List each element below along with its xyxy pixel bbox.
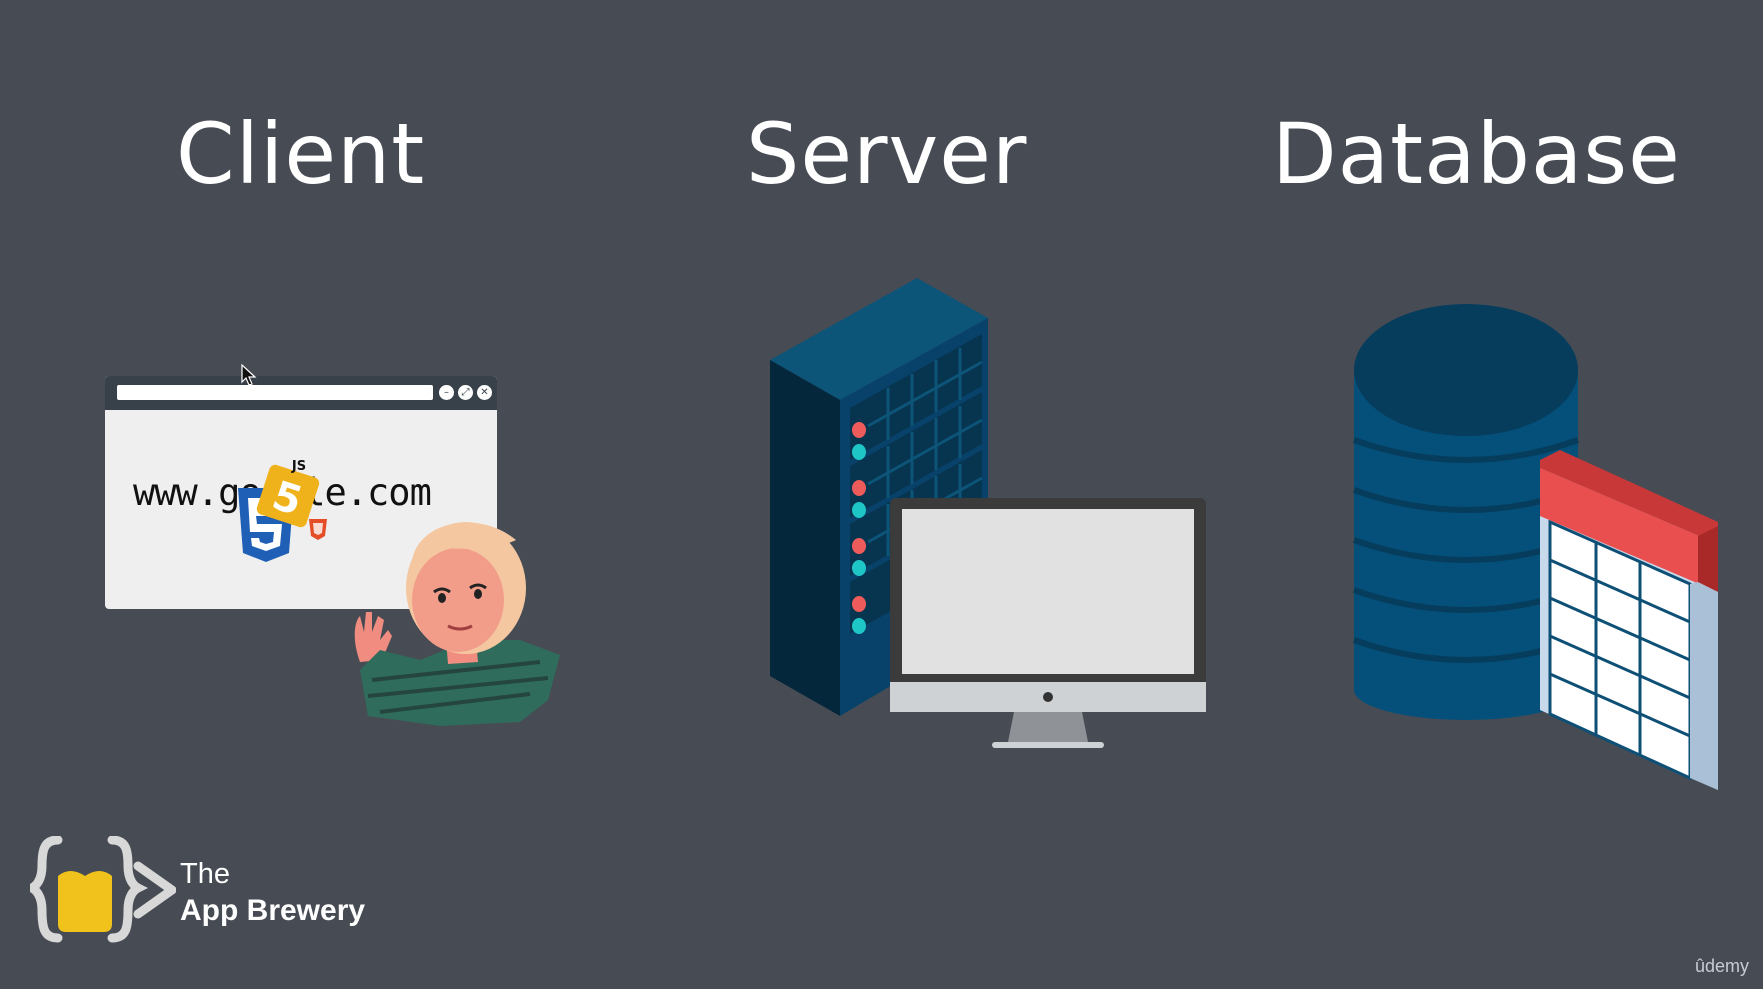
browser-window-illustration: – ⤢ ✕ www.google.com	[105, 376, 497, 609]
brand-line-the: The	[180, 858, 230, 890]
brand-line-name: App Brewery	[180, 894, 366, 927]
the-app-brewery-logo: The App Brewery	[21, 835, 390, 948]
brewery-logo-icon	[21, 835, 177, 943]
server-heading: Server	[746, 105, 1028, 203]
monitor-illustration	[890, 498, 1206, 748]
client-heading: Client	[176, 105, 426, 203]
url-text: www.google.com	[133, 471, 432, 514]
browser-title-bar: – ⤢ ✕	[105, 376, 497, 410]
database-heading: Database	[1272, 105, 1681, 203]
database-illustration	[1352, 304, 1718, 790]
minimize-icon: –	[439, 385, 454, 400]
address-bar	[117, 385, 433, 400]
maximize-icon: ⤢	[458, 385, 473, 400]
mouse-cursor-icon	[241, 364, 257, 386]
table-sheet-icon	[1540, 450, 1718, 790]
udemy-watermark: ûdemy	[1694, 956, 1749, 976]
close-icon: ✕	[477, 385, 492, 400]
